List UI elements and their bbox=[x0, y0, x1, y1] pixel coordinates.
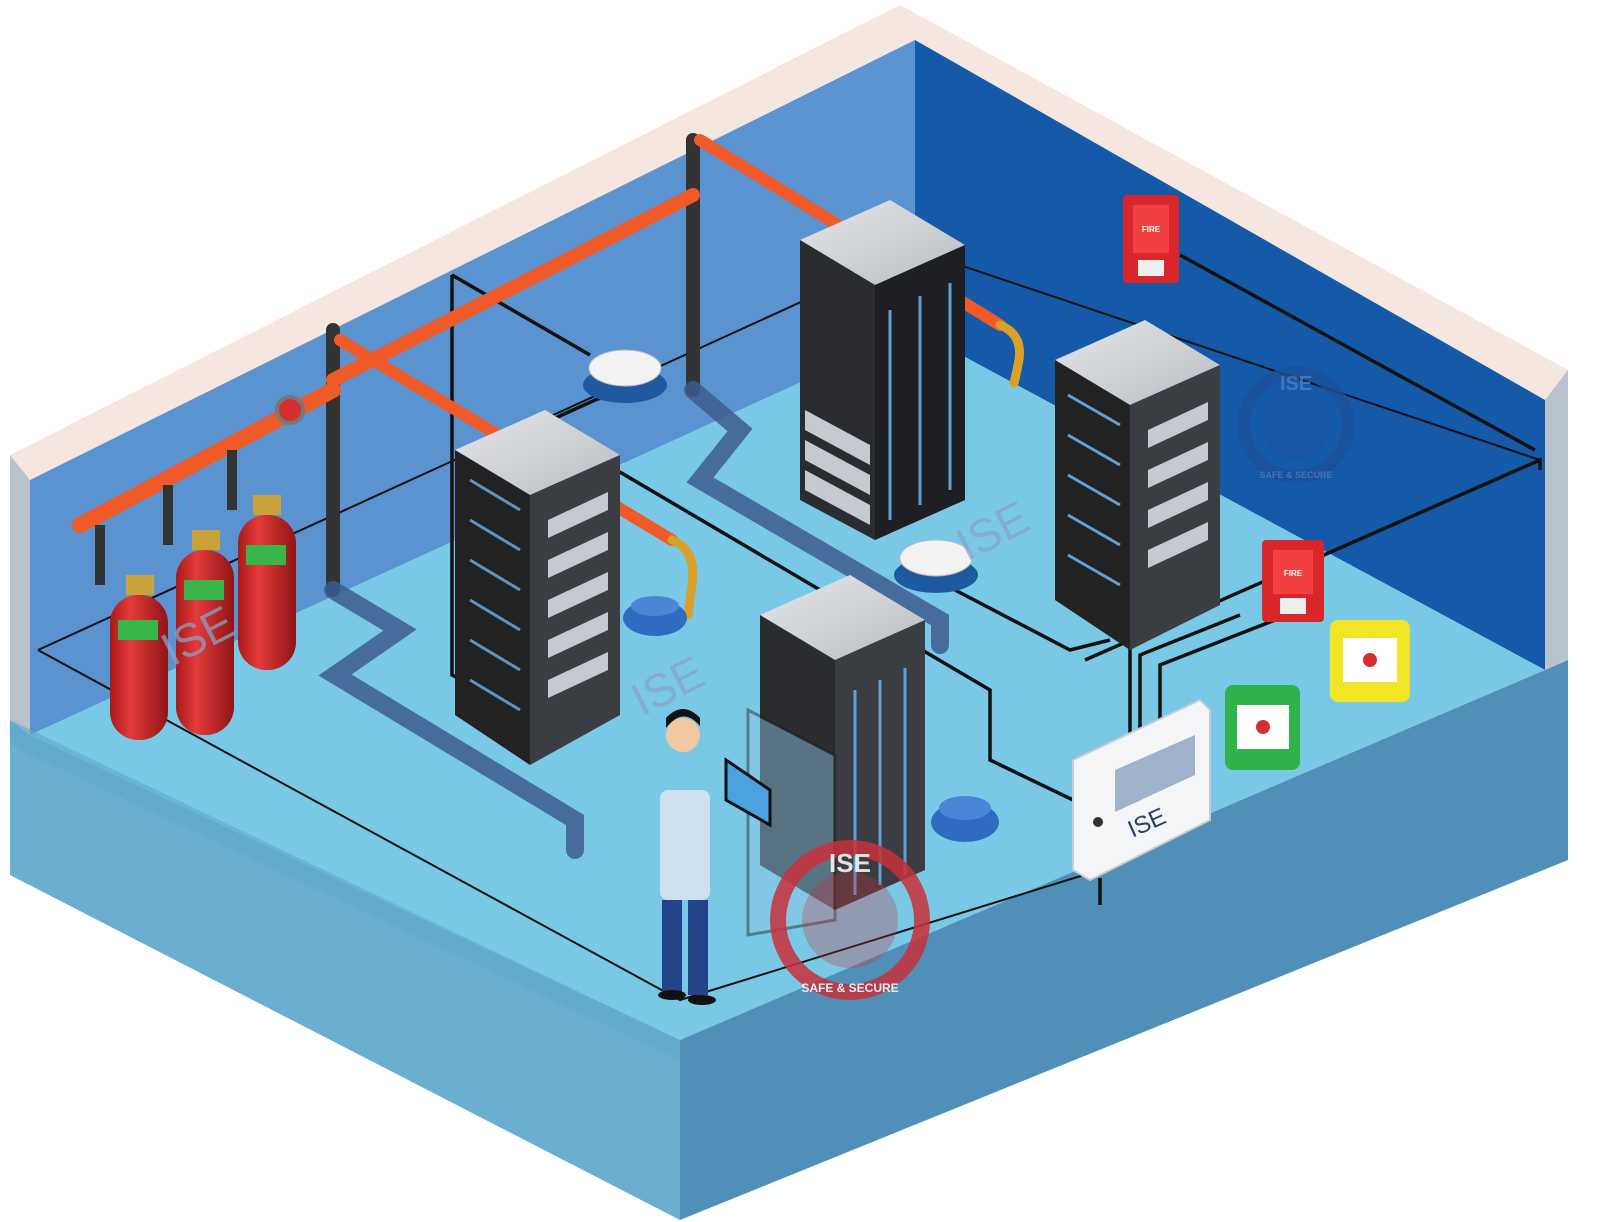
fire-alarm-sounder-1: FIRE bbox=[1123, 195, 1179, 283]
wiring bbox=[450, 253, 1542, 905]
right-wall-cap bbox=[900, 5, 1568, 400]
nozzle-hose-1 bbox=[667, 535, 698, 620]
server-rack-d bbox=[746, 575, 925, 937]
logo-wall-tagline: SAFE & SECURE bbox=[1259, 470, 1332, 480]
gas-cylinders bbox=[95, 395, 305, 740]
wire-loop-i bbox=[1138, 613, 1241, 740]
ise-logo-wall: ISE SAFE & SECURE bbox=[1237, 366, 1355, 484]
alarm-sign-label: FIRE bbox=[1284, 569, 1303, 578]
fire-control-panel: ISE bbox=[1072, 698, 1211, 882]
pipe-run-1 bbox=[326, 188, 700, 387]
nozzle-hose-2 bbox=[995, 320, 1024, 388]
logo-main-tagline: SAFE & SECURE bbox=[801, 981, 898, 995]
right-wall-edge bbox=[1545, 370, 1568, 670]
detectors bbox=[583, 349, 999, 842]
smoke-detector-1 bbox=[583, 349, 667, 403]
wire-loop-d bbox=[539, 423, 1126, 827]
logo-main-brand: ISE bbox=[829, 848, 871, 878]
cylinder-1 bbox=[95, 525, 168, 740]
slab-front-right bbox=[680, 660, 1568, 1220]
slab-top-band bbox=[10, 720, 680, 1060]
rack-door bbox=[746, 707, 837, 937]
server-rack-c bbox=[1055, 320, 1220, 650]
laptop bbox=[724, 757, 772, 828]
server-rack-a bbox=[455, 410, 620, 765]
wire-loop-f bbox=[954, 588, 1111, 652]
valve-icon bbox=[275, 395, 305, 425]
alarm-sounders: FIRE FIRE bbox=[1123, 195, 1324, 622]
ise-logo-main: ISE SAFE & SECURE bbox=[770, 840, 930, 1000]
logo-wall-brand: ISE bbox=[1280, 373, 1312, 395]
technician-figure bbox=[658, 709, 772, 1005]
alarm-sign-label: FIRE bbox=[1142, 225, 1161, 234]
left-wall-cap bbox=[10, 5, 915, 480]
cylinder-3 bbox=[227, 450, 296, 670]
call-point-yellow bbox=[1330, 620, 1410, 702]
floor-detector-1 bbox=[623, 596, 687, 636]
floor-detector-2 bbox=[931, 796, 999, 842]
smoke-detector-2 bbox=[894, 539, 978, 593]
floor-duct-1 bbox=[318, 581, 584, 859]
floor-duct-2 bbox=[684, 381, 949, 654]
fire-alarm-sounder-2: FIRE bbox=[1262, 540, 1324, 622]
left-wall-edge bbox=[10, 455, 30, 735]
cylinder-2 bbox=[163, 485, 234, 735]
server-rack-b bbox=[800, 200, 965, 540]
slab-front-left bbox=[10, 720, 680, 1220]
call-point-green bbox=[1225, 685, 1300, 770]
wire-loop-h bbox=[1179, 253, 1536, 452]
wire-loop-b bbox=[451, 273, 591, 357]
